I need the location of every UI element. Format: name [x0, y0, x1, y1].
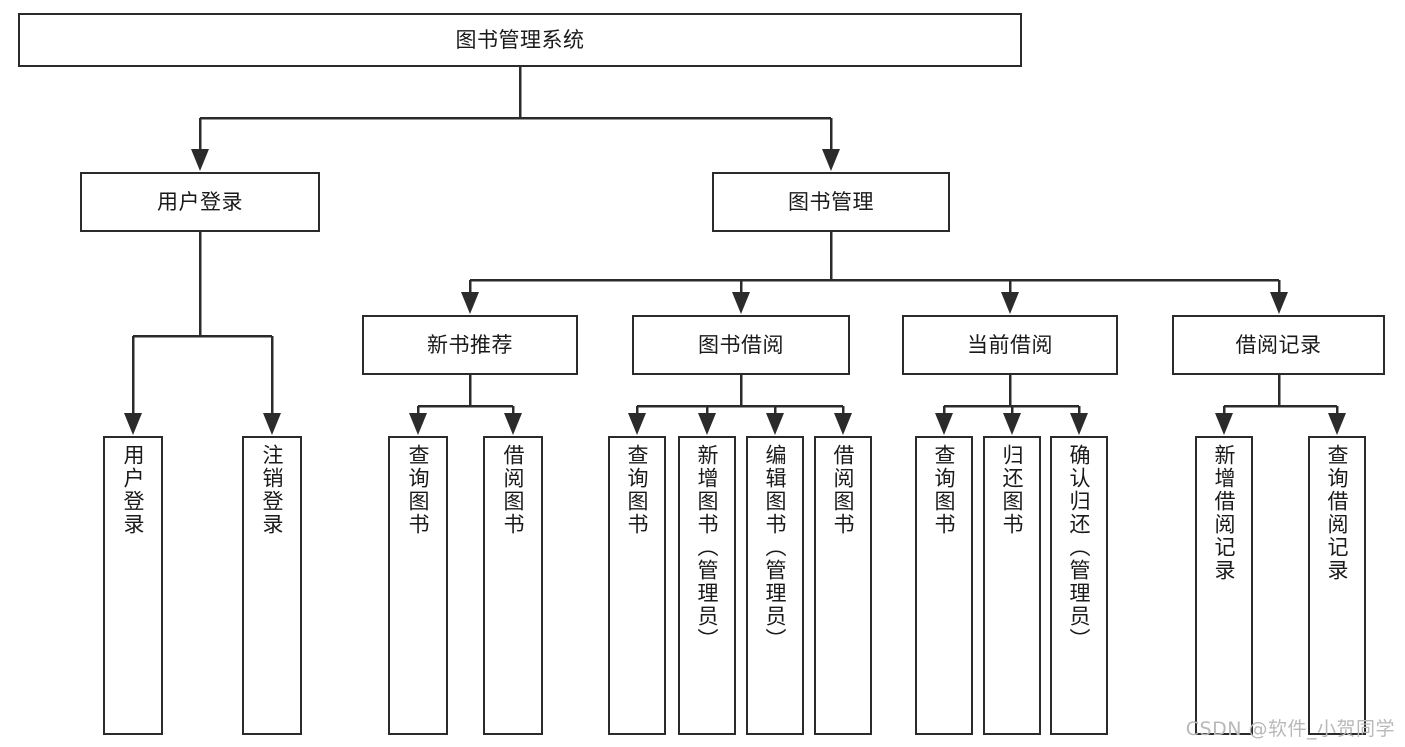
node-label: 当前借阅 — [967, 332, 1053, 357]
node-new-book-recommend[interactable]: 新书推荐 — [362, 315, 578, 375]
node-label: 借阅记录 — [1235, 332, 1322, 357]
node-label: 新书推荐 — [427, 332, 513, 357]
node-label: 用户登录 — [157, 189, 243, 214]
node-label: 新增图书（管理员） — [695, 444, 720, 651]
watermark: CSDN @软件_小贺同学 — [1185, 718, 1395, 740]
node-label: 查询借阅记录 — [1325, 444, 1350, 582]
leaf-edit-book-admin[interactable]: 编辑图书（管理员） — [746, 436, 804, 735]
leaf-user-login[interactable]: 用户登录 — [103, 436, 163, 735]
leaf-borrow-book[interactable]: 借阅图书 — [814, 436, 872, 735]
leaf-query-book-recommend[interactable]: 查询图书 — [388, 436, 448, 735]
node-label: 查询图书 — [625, 444, 650, 536]
leaf-confirm-return-admin[interactable]: 确认归还（管理员） — [1050, 436, 1108, 735]
node-label: 新增借阅记录 — [1212, 444, 1237, 582]
leaf-query-book-current[interactable]: 查询图书 — [915, 436, 973, 735]
leaf-return-book[interactable]: 归还图书 — [983, 436, 1041, 735]
node-label: 编辑图书（管理员） — [763, 444, 788, 651]
node-book-management[interactable]: 图书管理 — [712, 172, 950, 232]
leaf-query-book[interactable]: 查询图书 — [608, 436, 666, 735]
leaf-query-borrow-record[interactable]: 查询借阅记录 — [1308, 436, 1366, 735]
node-borrow-record[interactable]: 借阅记录 — [1172, 315, 1385, 375]
leaf-logout[interactable]: 注销登录 — [242, 436, 302, 735]
leaf-borrow-book-recommend[interactable]: 借阅图书 — [483, 436, 543, 735]
node-label: 图书管理 — [788, 189, 874, 214]
node-label: 图书借阅 — [698, 332, 784, 357]
node-label: 图书管理系统 — [455, 27, 585, 52]
node-label: 借阅图书 — [831, 444, 856, 536]
node-root[interactable]: 图书管理系统 — [18, 13, 1022, 67]
node-label: 确认归还（管理员） — [1067, 444, 1092, 651]
leaf-add-borrow-record[interactable]: 新增借阅记录 — [1195, 436, 1253, 735]
node-current-borrow[interactable]: 当前借阅 — [902, 315, 1118, 375]
node-label: 借阅图书 — [501, 444, 526, 536]
node-label: 查询图书 — [406, 444, 431, 536]
node-user-login[interactable]: 用户登录 — [80, 172, 320, 232]
node-label: 用户登录 — [121, 444, 146, 536]
node-label: 查询图书 — [932, 444, 957, 536]
node-book-borrow[interactable]: 图书借阅 — [632, 315, 850, 375]
node-label: 归还图书 — [1000, 444, 1025, 536]
leaf-add-book-admin[interactable]: 新增图书（管理员） — [678, 436, 736, 735]
node-label: 注销登录 — [260, 444, 285, 536]
